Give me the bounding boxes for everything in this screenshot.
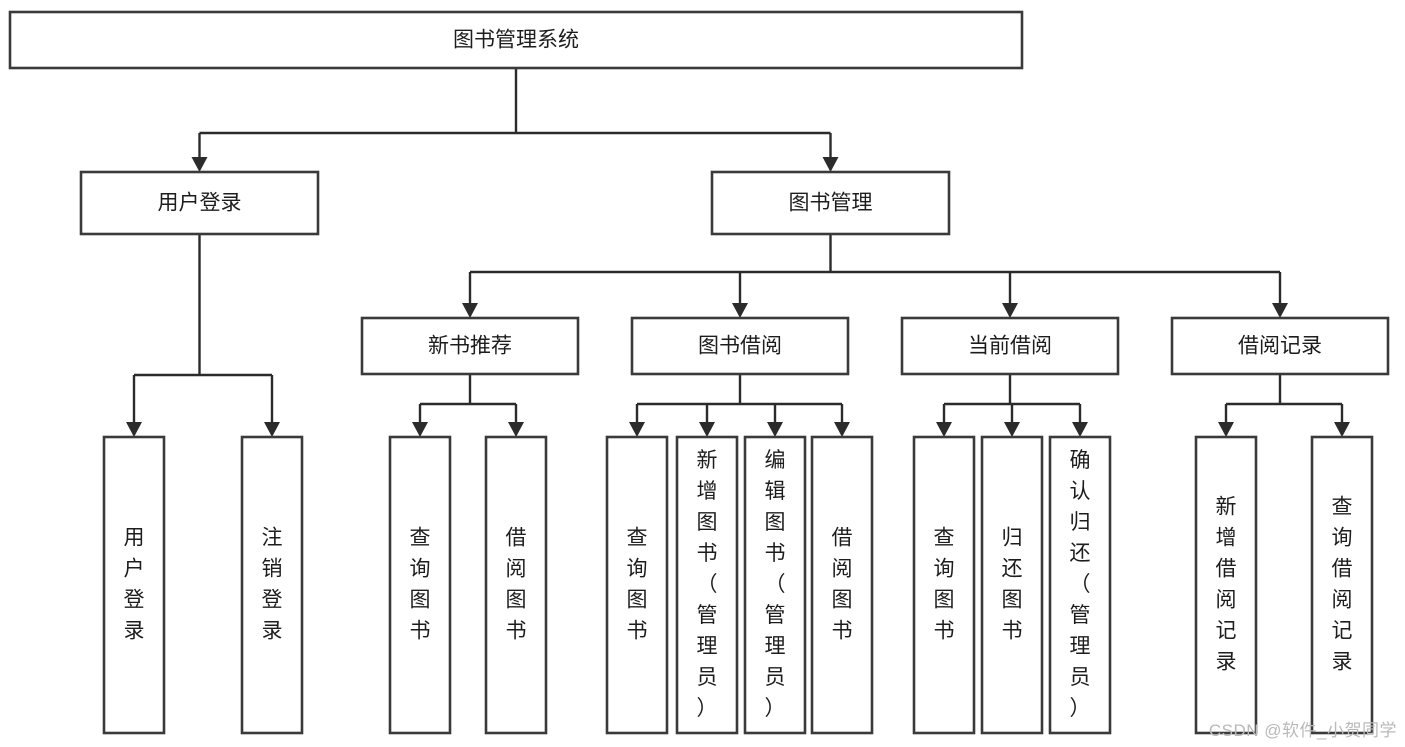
node-root[interactable]: 图书管理系统 <box>8 10 1024 70</box>
arrow-head-icon <box>1002 303 1018 318</box>
arrow-head-icon <box>1004 422 1020 437</box>
node-leaf-add-borrow-record[interactable]: 新增借阅记录 <box>1194 435 1258 735</box>
node-box <box>240 435 304 735</box>
node-box <box>388 435 452 735</box>
csdn-watermark: CSDN @软件_小贺同学 <box>1208 721 1397 740</box>
node-label: 查询图书 <box>627 526 648 642</box>
node-label: 借阅记录 <box>1238 335 1322 358</box>
node-book-manage[interactable]: 图书管理 <box>710 170 951 236</box>
node-box <box>630 316 850 376</box>
connector-lines <box>126 68 1350 437</box>
node-label: 查询借阅记录 <box>1332 495 1353 673</box>
node-label: 借阅图书 <box>832 526 853 642</box>
node-box <box>1170 316 1390 376</box>
arrow-head-icon <box>412 422 428 437</box>
node-leaf-add-book-admin[interactable]: 新增图书（管理员） <box>675 435 739 735</box>
node-leaf-query-book-2[interactable]: 查询图书 <box>605 435 669 735</box>
node-leaf-user-logout[interactable]: 注销登录 <box>240 435 304 735</box>
node-leaf-user-login[interactable]: 用户登录 <box>102 435 166 735</box>
arrow-head-icon <box>462 303 478 318</box>
node-new-book-recommend[interactable]: 新书推荐 <box>360 316 580 376</box>
node-box <box>1310 435 1374 735</box>
diagram-nodes: 图书管理系统用户登录用户登录注销登录图书管理新书推荐查询图书借阅图书图书借阅查询… <box>8 10 1390 735</box>
arrow-head-icon <box>1072 422 1088 437</box>
node-label: 查询图书 <box>410 526 431 642</box>
node-leaf-confirm-return-admin[interactable]: 确认归还（管理员） <box>1048 435 1112 735</box>
node-book-borrow[interactable]: 图书借阅 <box>630 316 850 376</box>
arrow-head-icon <box>1272 303 1288 318</box>
node-current-borrow[interactable]: 当前借阅 <box>900 316 1120 376</box>
node-leaf-borrow-book-2[interactable]: 借阅图书 <box>810 435 874 735</box>
node-label: 借阅图书 <box>506 526 527 642</box>
node-box <box>102 435 166 735</box>
node-box <box>675 435 739 735</box>
node-leaf-return-book[interactable]: 归还图书 <box>980 435 1044 735</box>
arrow-head-icon <box>629 422 645 437</box>
node-box <box>810 435 874 735</box>
arrow-head-icon <box>822 157 839 172</box>
node-box <box>743 435 807 735</box>
node-box <box>79 170 320 236</box>
arrow-head-icon <box>834 422 850 437</box>
arrow-head-icon <box>191 157 208 172</box>
arrow-head-icon <box>264 422 280 437</box>
node-label: 注销登录 <box>262 526 283 642</box>
arrow-head-icon <box>732 303 748 318</box>
node-box <box>980 435 1044 735</box>
arrow-head-icon <box>767 422 783 437</box>
node-label: 当前借阅 <box>968 335 1052 358</box>
node-box <box>710 170 951 236</box>
node-user-login[interactable]: 用户登录 <box>79 170 320 236</box>
arrow-head-icon <box>1218 422 1234 437</box>
node-label: 用户登录 <box>158 192 242 215</box>
node-label: 图书管理 <box>789 192 873 215</box>
node-label: 新书推荐 <box>428 335 512 358</box>
arrow-head-icon <box>508 422 524 437</box>
node-box <box>912 435 976 735</box>
arrow-head-icon <box>126 422 142 437</box>
node-borrow-record[interactable]: 借阅记录 <box>1170 316 1390 376</box>
node-box <box>1048 435 1112 735</box>
node-label: 归还图书 <box>1002 526 1023 642</box>
node-label: 编辑图书（管理员） <box>765 449 786 720</box>
node-label: 新增借阅记录 <box>1216 495 1237 673</box>
node-leaf-borrow-book-1[interactable]: 借阅图书 <box>484 435 548 735</box>
arrow-head-icon <box>1334 422 1350 437</box>
node-label: 图书管理系统 <box>453 29 579 52</box>
node-leaf-query-borrow-record[interactable]: 查询借阅记录 <box>1310 435 1374 735</box>
node-box <box>484 435 548 735</box>
arrow-head-icon <box>936 422 952 437</box>
node-label: 查询图书 <box>934 526 955 642</box>
node-box <box>360 316 580 376</box>
node-label: 用户登录 <box>124 526 145 642</box>
node-label: 确认归还（管理员） <box>1070 449 1091 720</box>
node-box <box>900 316 1120 376</box>
node-box <box>1194 435 1258 735</box>
node-leaf-query-book-3[interactable]: 查询图书 <box>912 435 976 735</box>
node-box <box>605 435 669 735</box>
node-label: 新增图书（管理员） <box>697 449 718 720</box>
arrow-head-icon <box>699 422 715 437</box>
node-label: 图书借阅 <box>698 335 782 358</box>
node-leaf-query-book-1[interactable]: 查询图书 <box>388 435 452 735</box>
node-box <box>8 10 1024 70</box>
node-leaf-edit-book-admin[interactable]: 编辑图书（管理员） <box>743 435 807 735</box>
